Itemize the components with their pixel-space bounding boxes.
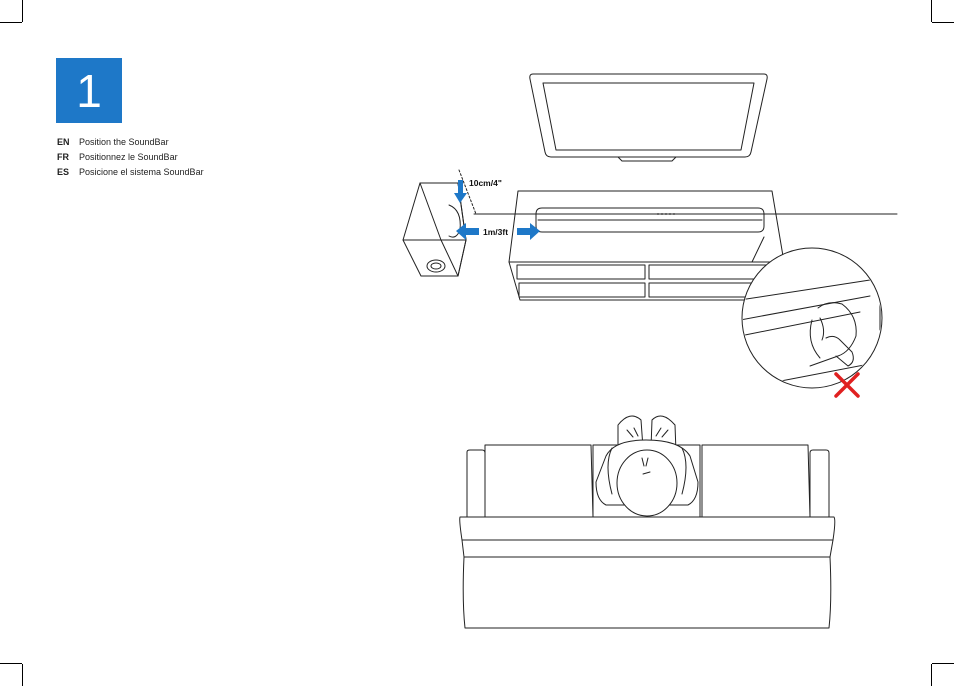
- couch-illustration: [459, 444, 836, 629]
- language-code: FR: [57, 152, 69, 162]
- wall-gap-arrow-icon: [454, 180, 467, 203]
- instruction-fr: FR Positionnez le SoundBar: [57, 150, 204, 165]
- language-code: ES: [57, 167, 70, 177]
- instruction-es: ES Posicione el sistema SoundBar: [57, 165, 204, 180]
- instruction-text: Position the SoundBar: [79, 137, 169, 147]
- crop-mark: [932, 22, 954, 23]
- crop-mark: [932, 663, 954, 664]
- instruction-text: Posicione el sistema SoundBar: [79, 167, 204, 177]
- step-number-badge: 1: [56, 58, 122, 123]
- crop-mark: [0, 663, 22, 664]
- wall-clearance-label: 10cm/4": [469, 178, 502, 188]
- left-arrow-icon: [456, 223, 479, 240]
- right-arrow-icon: [517, 223, 540, 240]
- crop-mark: [931, 664, 932, 686]
- instruction-en: EN Position the SoundBar: [57, 135, 204, 150]
- distance-arrows: [454, 180, 540, 240]
- detail-zoom-illustration: [741, 236, 883, 389]
- wall-line-dashed: [458, 169, 477, 215]
- person-illustration: [595, 415, 699, 517]
- step-number: 1: [76, 64, 102, 117]
- crop-mark: [22, 664, 23, 686]
- tv-illustration: [529, 73, 768, 162]
- distance-label: 1m/3ft: [483, 227, 508, 237]
- crop-mark: [0, 22, 22, 23]
- language-code: EN: [57, 137, 70, 147]
- soundbar-illustration: [535, 207, 765, 233]
- instruction-text: Positionnez le SoundBar: [79, 152, 178, 162]
- crop-mark: [22, 0, 23, 22]
- not-allowed-x-icon: [834, 372, 860, 398]
- crop-mark: [931, 0, 932, 22]
- instruction-list: EN Position the SoundBar FR Positionnez …: [57, 135, 204, 180]
- tv-stand-illustration: [508, 190, 785, 301]
